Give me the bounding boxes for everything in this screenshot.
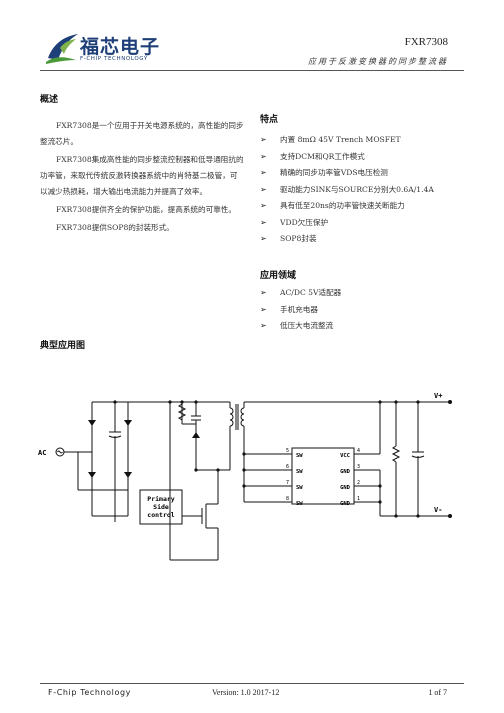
pin-number: 7 <box>286 480 289 486</box>
pin-number: 6 <box>286 464 289 470</box>
pin-number: 1 <box>357 496 360 502</box>
arrow-bullet-icon: ➢ <box>260 234 267 243</box>
features-heading: 特点 <box>260 115 279 125</box>
arrow-bullet-icon: ➢ <box>260 135 267 144</box>
list-item: ➢驱动能力SINK与SOURCE分别大0.6A/1.4A <box>260 182 434 199</box>
overview-heading: 概述 <box>40 95 59 105</box>
part-number: FXR7308 <box>404 36 448 48</box>
typical-application-schematic: AC Primary Side control V+ V- 5 6 7 8 SW… <box>38 392 452 561</box>
arrow-bullet-icon: ➢ <box>260 304 267 314</box>
document-subtitle: 应用于反激变换器的同步整流器 <box>308 57 448 66</box>
pin-name: GND <box>340 469 351 475</box>
pin-number: 4 <box>357 448 360 454</box>
list-item: ➢AC/DC 5V适配器 <box>260 285 341 302</box>
arrow-bullet-icon: ➢ <box>260 168 267 177</box>
footer-page-number: 1 of 7 <box>428 688 447 697</box>
ac-label: AC <box>38 449 46 457</box>
diode-icon <box>124 472 132 478</box>
pin-name: GND <box>340 485 351 491</box>
overview-paragraph: FXR7308提供SOP8的封装形式。 <box>56 223 174 232</box>
typical-application-heading: 典型应用图 <box>40 341 86 351</box>
logo-mark-icon <box>46 34 78 64</box>
arrow-bullet-icon: ➢ <box>260 184 267 194</box>
diode-icon <box>192 432 200 438</box>
vout-negative-label: V- <box>434 506 442 514</box>
overview-section: FXR7308是一个应用于开关电源系统的，高性能的同步整流芯片。 FXR7308… <box>40 118 244 236</box>
controller-label: Primary <box>147 495 174 503</box>
footer-version: Version: 1.0 2017-12 <box>212 688 280 697</box>
overview-paragraph: FXR7308提供齐全的保护功能，提高系统的可靠性。 <box>56 205 236 214</box>
pin-name: SW <box>296 485 303 491</box>
arrow-bullet-icon: ➢ <box>260 321 267 330</box>
list-item: ➢VDD欠压保护 <box>260 215 434 232</box>
pin-name: GND <box>340 501 351 507</box>
arrow-bullet-icon: ➢ <box>260 151 267 161</box>
controller-label: control <box>147 511 174 519</box>
overview-paragraph: FXR7308是一个应用于开关电源系统的，高性能的同步整流芯片。 <box>40 121 244 146</box>
controller-label: Side <box>153 503 169 511</box>
company-logo <box>44 30 164 66</box>
list-item: ➢支持DCM和QR工作模式 <box>260 149 434 166</box>
footer-company: F-Chip Technology <box>48 688 132 697</box>
pin-number: 8 <box>286 496 289 502</box>
diode-icon <box>88 420 96 426</box>
arrow-bullet-icon: ➢ <box>260 217 267 227</box>
footer-divider <box>40 683 464 684</box>
list-item: ➢低压大电流整流 <box>260 318 341 335</box>
list-item: ➢手机充电器 <box>260 302 341 319</box>
list-item: ➢SOP8封装 <box>260 231 434 248</box>
list-item: ➢内置 8mΩ 45V Trench MOSFET <box>260 132 434 149</box>
arrow-bullet-icon: ➢ <box>260 288 267 297</box>
applications-list: ➢AC/DC 5V适配器 ➢手机充电器 ➢低压大电流整流 <box>260 285 341 335</box>
header-divider <box>40 70 464 71</box>
overview-paragraph: FXR7308集成高性能的同步整流控制器和低导通阻抗的功率管，来取代传统反激转换… <box>40 155 244 196</box>
applications-heading: 应用领域 <box>260 271 297 281</box>
logo-english-name: F-CHIP TECHNOLOGY <box>80 56 148 62</box>
pin-number: 5 <box>286 448 289 454</box>
pin-name: SW <box>296 469 303 475</box>
list-item: ➢具有低至20ns的功率管快速关断能力 <box>260 198 434 215</box>
vout-positive-label: V+ <box>434 392 442 400</box>
logo-chinese-name: 福芯电子 <box>80 36 161 58</box>
diode-icon <box>124 420 132 426</box>
arrow-bullet-icon: ➢ <box>260 201 267 210</box>
pin-number: 2 <box>357 480 360 486</box>
list-item: ➢精确的同步功率管VDS电压检测 <box>260 165 434 182</box>
pin-name: VCC <box>340 453 350 459</box>
pin-name: SW <box>296 453 303 459</box>
pin-name: SW <box>296 501 303 507</box>
diode-icon <box>88 472 96 478</box>
features-list: ➢内置 8mΩ 45V Trench MOSFET ➢支持DCM和QR工作模式 … <box>260 132 434 248</box>
pin-number: 3 <box>357 464 360 470</box>
